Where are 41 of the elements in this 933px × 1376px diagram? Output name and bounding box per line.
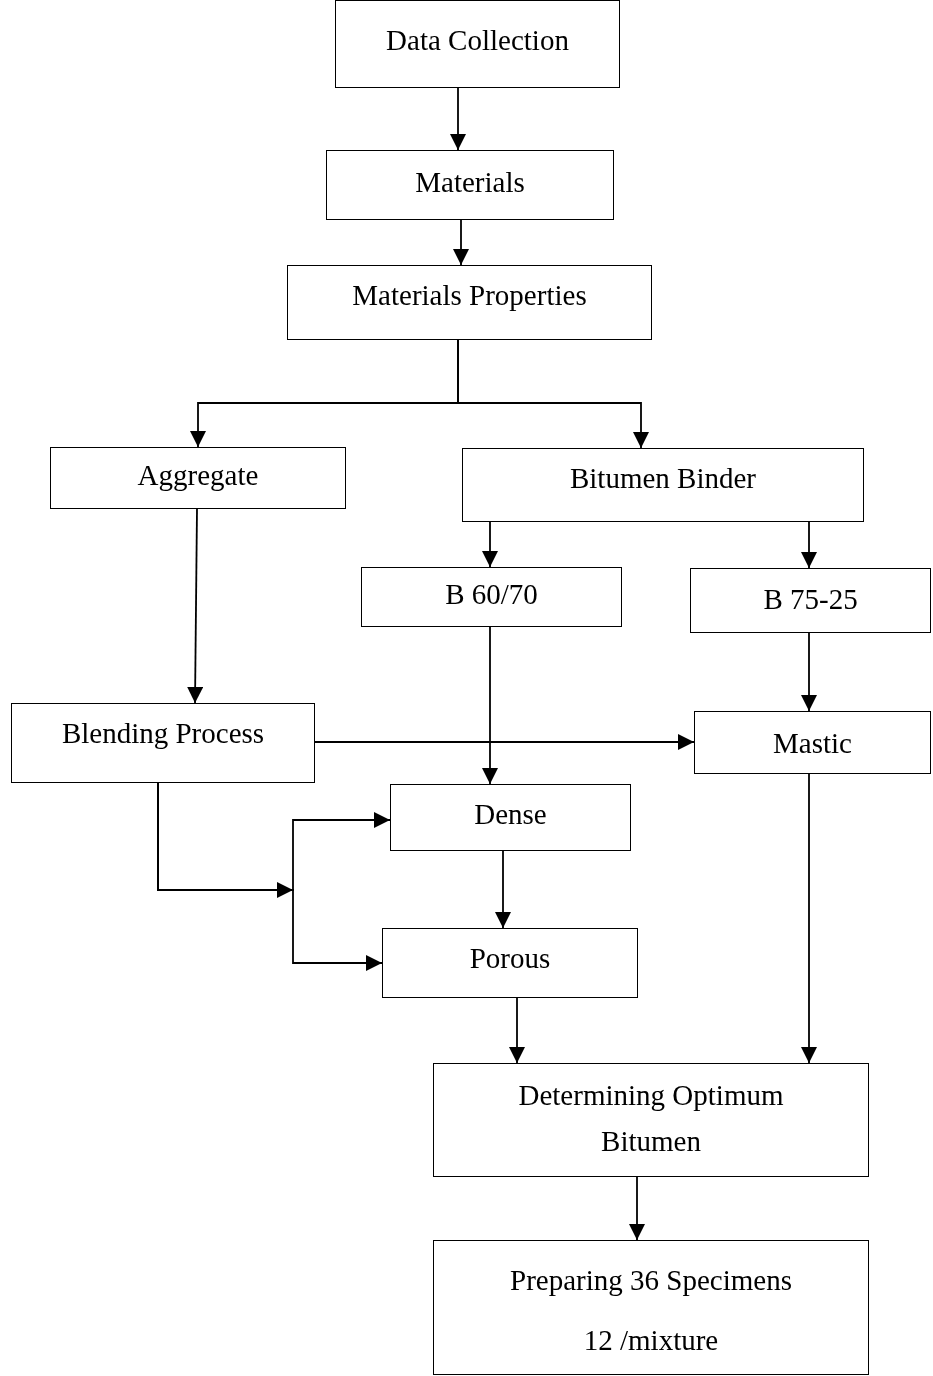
box-text: B 75-25 [763,582,858,617]
box-text: B 60/70 [445,577,538,612]
process-box [335,0,620,88]
process-box [462,448,864,522]
box-text: Materials Properties [352,278,587,313]
process-box [11,703,315,783]
box-text: Mastic [773,726,852,761]
process-box [390,784,631,851]
process-box [361,567,622,627]
box-text: Preparing 36 Specimens [510,1263,792,1298]
arrow [482,521,498,568]
arrow [457,339,649,449]
arrow [453,219,469,266]
arrow [629,1176,645,1241]
box-text: Dense [474,797,547,832]
arrow [801,521,817,569]
arrow [450,87,466,151]
arrow [187,508,204,704]
arrow [801,773,817,1064]
box-text: Determining Optimum Bitumen [517,1078,785,1160]
process-box [382,928,638,998]
arrow [482,626,498,785]
process-box [433,1240,869,1375]
box-text: Bitumen Binder [569,461,757,496]
connector-line [157,782,294,898]
arrow [495,850,511,929]
box-text: 12 /mixture [583,1322,719,1358]
box-text: Blending Process [61,716,265,751]
arrow [801,632,817,712]
process-box [287,265,652,340]
box-text: Data Collection [386,23,569,58]
arrow [509,997,525,1064]
arrow [314,734,695,750]
process-box [694,711,931,774]
process-box [326,150,614,220]
process-box [690,568,931,633]
process-box [50,447,346,509]
box-text: Aggregate [137,458,259,493]
box-text: Porous [469,941,551,976]
process-box [433,1063,869,1177]
box-text: Materials [415,165,525,200]
